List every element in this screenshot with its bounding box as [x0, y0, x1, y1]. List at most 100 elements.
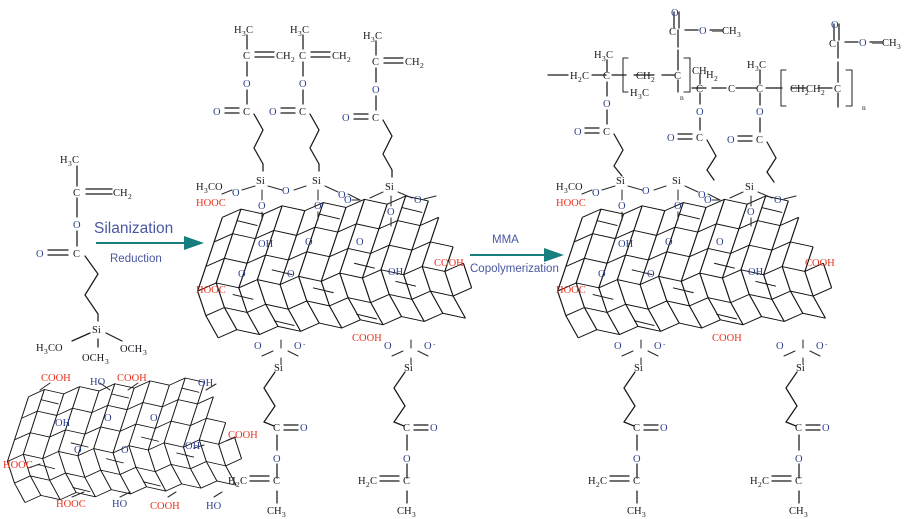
polymer-repeat-ch2: CH — [636, 71, 651, 82]
svg-text:C: C — [273, 476, 280, 487]
svg-text:C: C — [762, 476, 769, 487]
svg-text:O: O — [774, 195, 782, 206]
svg-text:H: H — [228, 476, 236, 487]
svg-text:CH: CH — [627, 506, 642, 517]
svg-text:H: H — [363, 31, 371, 42]
svg-text:O: O — [776, 341, 784, 352]
svg-text:2: 2 — [714, 74, 718, 83]
svg-text:C: C — [834, 84, 841, 95]
svg-text:C: C — [759, 60, 766, 71]
reaction-1-label-below: Reduction — [110, 253, 162, 265]
svg-text:3: 3 — [412, 510, 416, 519]
svg-text:O: O — [614, 341, 622, 352]
svg-text:CO: CO — [48, 343, 63, 354]
intermediate-arm-top-1: H 3 C C CH 2 O O C Si — [213, 25, 295, 187]
intermediate-structure: H 3 C C CH 2 O O C Si H 3 C C CH 2 O — [196, 25, 473, 519]
svg-text:O: O — [704, 195, 712, 206]
svg-text:C: C — [728, 84, 735, 95]
svg-text:2: 2 — [366, 480, 370, 489]
svg-text:O: O — [696, 107, 704, 118]
svg-text:C: C — [603, 127, 610, 138]
svg-text:O: O — [342, 113, 350, 124]
svg-text:O: O — [660, 423, 668, 434]
intermediate-arm-bottom-1: O O - Si C O O H 2 C C CH 3 — [228, 339, 308, 519]
intermediate-arm-top-2: H 3 C C CH 2 O O C Si — [269, 25, 351, 187]
svg-text:C: C — [302, 25, 309, 36]
svg-text:O: O — [344, 195, 352, 206]
label-carbonyl-carbon-left: C — [73, 249, 80, 260]
label-methoxy-left-c: OCH — [120, 344, 143, 355]
svg-text:C: C — [403, 423, 410, 434]
reaction-2-label-above: MMA — [492, 234, 519, 246]
svg-text:O: O — [384, 341, 392, 352]
svg-text:C: C — [582, 71, 589, 82]
svg-text:O: O — [756, 107, 764, 118]
svg-text:3: 3 — [143, 348, 147, 357]
svg-text:C: C — [299, 51, 306, 62]
label-ester-oxygen-left: O — [73, 220, 81, 231]
svg-text:—: — — [711, 26, 723, 37]
svg-text:O: O — [243, 79, 251, 90]
svg-text:C: C — [829, 39, 836, 50]
svg-text:C: C — [795, 423, 802, 434]
reaction-1-label-above: Silanization — [94, 220, 173, 237]
svg-text:-: - — [663, 339, 666, 348]
label-silicon-right-1: Si — [616, 176, 625, 187]
mid-label-epoxy-3: O — [238, 269, 246, 280]
svg-text:3: 3 — [602, 54, 606, 63]
svg-text:-: - — [825, 339, 828, 348]
svg-text:O: O — [424, 341, 432, 352]
svg-text:O: O — [727, 135, 735, 146]
svg-text:O: O — [414, 195, 422, 206]
svg-text:3: 3 — [638, 92, 642, 101]
go-label-oh-1: OH — [198, 378, 214, 389]
go-label-cooh-3: COOH — [228, 430, 258, 441]
svg-text:CH: CH — [267, 506, 282, 517]
svg-text:-: - — [303, 339, 306, 348]
svg-text:C: C — [600, 476, 607, 487]
svg-text:2: 2 — [596, 480, 600, 489]
svg-text:O: O — [269, 107, 277, 118]
label-methyl-left: H — [60, 155, 68, 166]
svg-text:O: O — [273, 454, 281, 465]
right-label-cooh-1: COOH — [805, 258, 835, 269]
svg-text:C: C — [375, 31, 382, 42]
label-alkene-carbon-left: C — [73, 188, 80, 199]
svg-text:CO: CO — [568, 182, 583, 193]
svg-text:C: C — [403, 476, 410, 487]
svg-text:H: H — [747, 60, 755, 71]
go-label-ho-3: HO — [206, 501, 222, 512]
polymer-subscript-n-1: n — [680, 93, 684, 102]
svg-text:CH: CH — [692, 66, 707, 77]
polymer-ester-o-double: O — [671, 8, 679, 19]
reactant-silane-structure: H 3 C C CH 2 O O C Si H 3 CO OCH 3 OCH 3 — [36, 155, 147, 366]
svg-text:2: 2 — [420, 61, 424, 70]
svg-text:3: 3 — [204, 186, 208, 195]
svg-text:3: 3 — [371, 35, 375, 44]
go-label-epoxy-3: O — [74, 445, 82, 456]
mid-label-cooh-1: COOH — [434, 258, 464, 269]
svg-text:O: O — [254, 341, 262, 352]
svg-text:O: O — [387, 207, 395, 218]
svg-text:2: 2 — [758, 480, 762, 489]
go-label-oh-3: OH — [185, 441, 201, 452]
polymer-ester-o-single: O — [699, 26, 707, 37]
svg-text:3: 3 — [298, 29, 302, 38]
intermediate-arm-bottom-2: O O - Si C O O H 2 C C CH 3 — [358, 339, 438, 519]
svg-text:O: O — [816, 341, 824, 352]
svg-text:C: C — [633, 476, 640, 487]
go-label-cooh-4: COOH — [150, 501, 180, 512]
svg-text:O: O — [282, 186, 290, 197]
mid-label-hooc-2: HOOC — [196, 285, 226, 296]
svg-text:O: O — [698, 190, 706, 201]
svg-text:O: O — [430, 423, 438, 434]
svg-text:C: C — [72, 155, 79, 166]
label-silicon-mid-b1: Si — [274, 363, 283, 374]
label-silicon-right-b2: Si — [796, 363, 805, 374]
svg-text:O: O — [633, 454, 641, 465]
svg-text:O: O — [822, 423, 830, 434]
svg-text:O: O — [574, 127, 582, 138]
svg-text:H: H — [196, 182, 204, 193]
svg-text:H: H — [290, 25, 298, 36]
